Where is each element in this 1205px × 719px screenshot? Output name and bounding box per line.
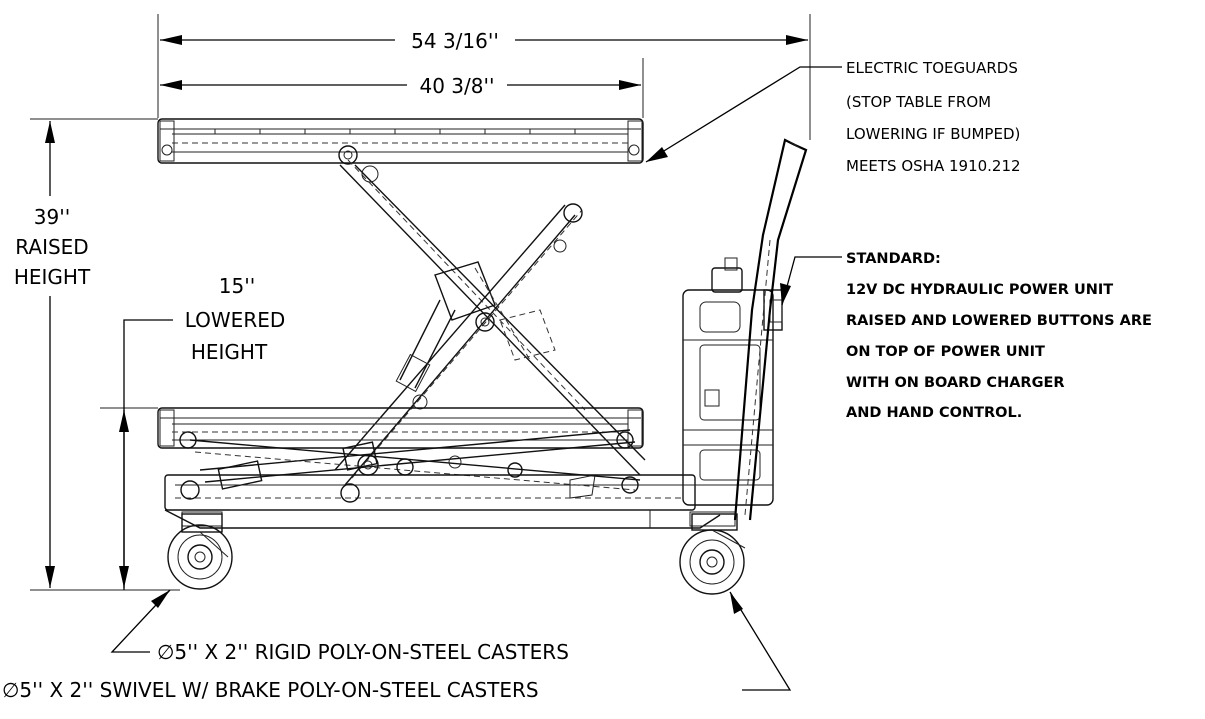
table-length-label: 40 3/8'' [420,74,495,98]
lowered-height-dimension: 15'' LOWERED HEIGHT [100,274,285,590]
power-unit-line-5: WITH ON BOARD CHARGER [846,375,1065,391]
swivel-caster-callout: ∅5'' X 2'' SWIVEL W/ BRAKE POLY-ON-STEEL… [2,591,792,702]
power-unit-line-4: ON TOP OF POWER UNIT [846,344,1045,360]
power-unit-callout: STANDARD: 12V DC HYDRAULIC POWER UNIT RA… [780,251,1152,421]
toeguards-line-2: (STOP TABLE FROM [846,93,991,111]
rigid-caster [167,513,233,590]
lowered-height-line2: HEIGHT [191,340,268,364]
power-unit-line-3: RAISED AND LOWERED BUTTONS ARE [846,313,1152,329]
scissor-legs-raised [334,159,646,486]
power-unit-line-6: AND HAND CONTROL. [846,405,1022,421]
raised-height-value: 39'' [34,205,70,229]
raised-height-dimension: 39'' RAISED HEIGHT [14,118,180,591]
toeguards-line-4: MEETS OSHA 1910.212 [846,157,1021,175]
lowered-table-top [157,407,644,449]
overall-length-dimension: 54 3/16'' [157,14,811,140]
rigid-caster-callout: ∅5'' X 2'' RIGID POLY-ON-STEEL CASTERS [110,589,569,664]
swivel-caster-label: ∅5'' X 2'' SWIVEL W/ BRAKE POLY-ON-STEEL… [2,678,539,702]
lowered-height-line1: LOWERED [185,308,286,332]
raised-height-line2: HEIGHT [14,265,91,289]
push-handle [733,138,808,521]
raised-table-top [157,118,644,165]
power-unit-line-1: STANDARD: [846,251,941,267]
swivel-brake-caster [679,513,746,595]
rigid-caster-label: ∅5'' X 2'' RIGID POLY-ON-STEEL CASTERS [157,640,569,664]
toeguards-callout: ELECTRIC TOEGUARDS (STOP TABLE FROM LOWE… [645,59,1021,175]
power-unit-line-2: 12V DC HYDRAULIC POWER UNIT [846,282,1113,298]
raised-height-line1: RAISED [15,235,88,259]
table-length-dimension: 40 3/8'' [160,58,644,118]
toeguards-line-1: ELECTRIC TOEGUARDS [846,59,1018,77]
lowered-height-value: 15'' [219,274,255,298]
hydraulic-power-unit [682,257,783,506]
overall-length-label: 54 3/16'' [411,29,499,53]
scissor-legs-lowered [189,429,641,499]
toeguards-line-3: LOWERING IF BUMPED) [846,125,1020,143]
